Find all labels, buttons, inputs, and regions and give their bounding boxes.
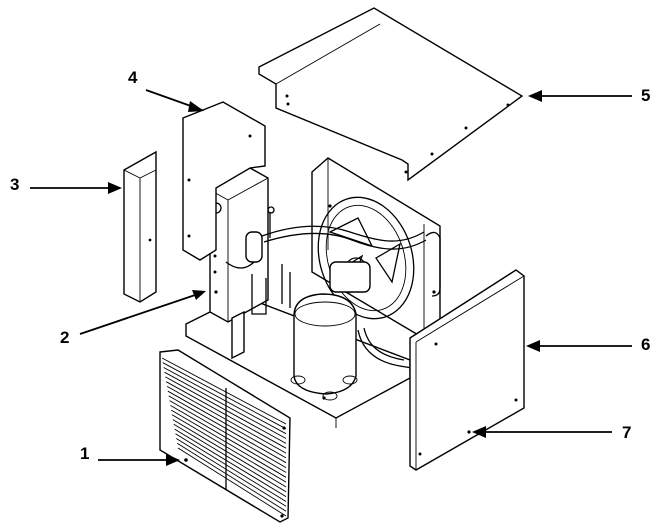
small-side-panel <box>123 150 157 303</box>
callout-7: 7 <box>622 423 631 442</box>
grille-bar <box>170 405 287 473</box>
callout-5: 5 <box>641 86 650 105</box>
top-panel <box>258 7 524 182</box>
grille-bar <box>171 414 287 483</box>
callout-1: 1 <box>80 444 89 463</box>
grille-bar <box>168 395 287 464</box>
grille-bar <box>171 409 287 478</box>
tubing-and-receiver <box>225 206 427 369</box>
grille-bar <box>172 419 287 488</box>
grille-bar <box>164 371 287 439</box>
callout-6: 6 <box>641 335 650 354</box>
right-side-panel <box>409 269 525 471</box>
callout-4: 4 <box>128 68 138 87</box>
callout-3: 3 <box>10 175 19 194</box>
grille-bar <box>161 357 287 425</box>
front-grille <box>159 349 291 523</box>
callout-2: 2 <box>60 328 69 347</box>
grille-bar <box>169 400 287 468</box>
grille-bar <box>176 442 287 512</box>
grille-bar <box>162 362 287 430</box>
grille-bar <box>173 423 287 493</box>
left-side-panel <box>182 101 266 261</box>
grille-bar <box>177 447 287 517</box>
control-box <box>209 167 269 360</box>
grille-bar <box>167 390 287 459</box>
compressor <box>290 293 358 401</box>
grille-bar <box>174 428 287 497</box>
leader-lines <box>30 89 632 466</box>
grille-bar <box>175 433 287 502</box>
grille-bar <box>163 367 287 435</box>
grille-bar <box>176 438 287 507</box>
